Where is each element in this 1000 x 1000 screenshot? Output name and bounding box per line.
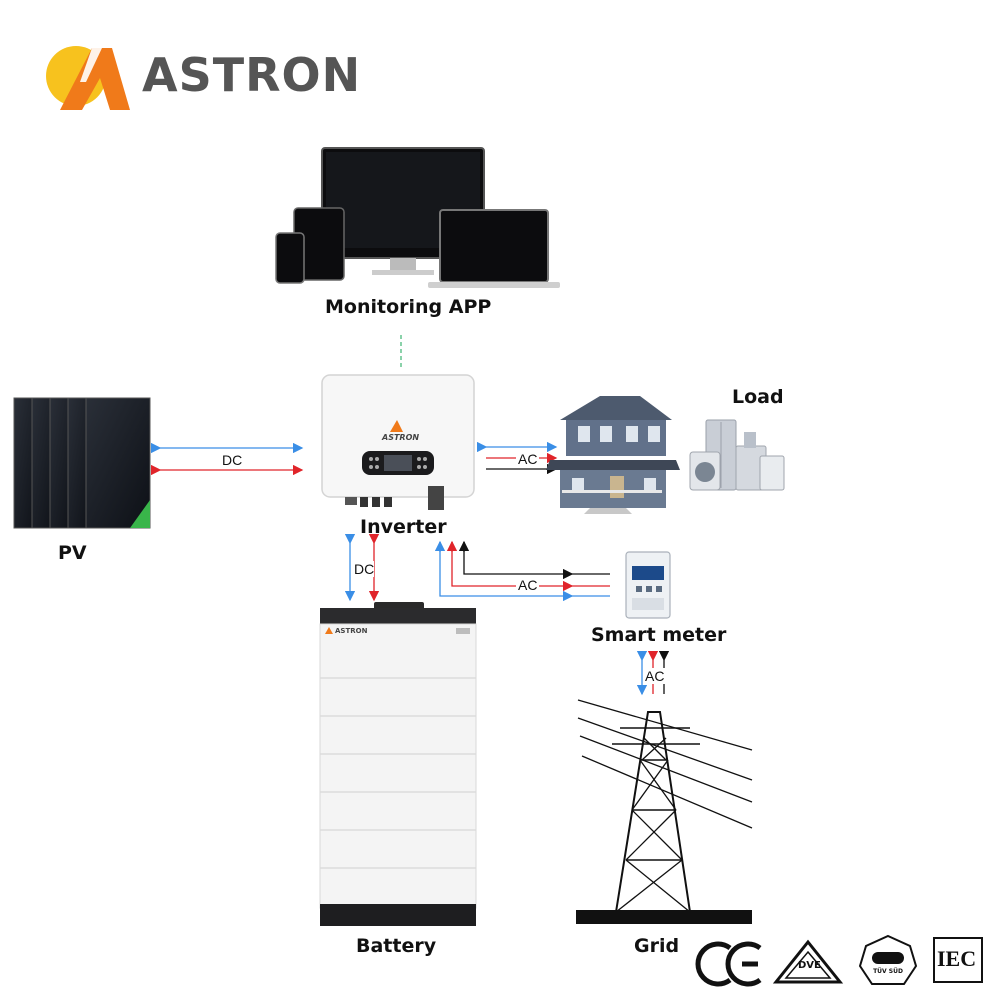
monitoring-app-label: Monitoring APP	[325, 296, 492, 318]
house-icon	[546, 396, 680, 514]
battery-label: Battery	[356, 935, 437, 957]
load-label: Load	[732, 386, 784, 408]
pv-panels-icon	[13, 397, 151, 529]
dve-mark-icon	[772, 939, 844, 984]
brand-logo	[42, 42, 134, 112]
tuv-text: TÜV SÜD	[873, 968, 903, 975]
meter-grid-ac-label: AC	[644, 668, 666, 684]
grid-tower-icon	[576, 699, 753, 924]
inverter-icon	[321, 374, 475, 510]
inverter-brand: ASTRON	[382, 433, 420, 442]
inverter-label: Inverter	[360, 516, 447, 538]
monitoring-devices-icon	[275, 147, 560, 288]
pv-inverter-dc-label: DC	[222, 452, 243, 468]
inverter-meter-ac-label: AC	[516, 577, 540, 593]
iec-text: IEC	[937, 946, 977, 971]
battery-icon	[319, 602, 477, 926]
brand-name: ASTRON	[142, 48, 362, 102]
smart-meter-icon	[625, 551, 671, 619]
smart-meter-label: Smart meter	[591, 624, 727, 646]
grid-label: Grid	[634, 935, 680, 957]
astron-logo-icon	[46, 46, 130, 110]
inverter-battery-dc-label: DC	[354, 561, 375, 577]
battery-brand: ASTRON	[335, 627, 368, 635]
iec-mark-icon	[933, 937, 983, 983]
dve-text: DVE	[798, 960, 821, 971]
pv-label: PV	[58, 542, 87, 564]
tuv-mark-icon	[858, 934, 918, 985]
appliances-icon	[689, 419, 785, 491]
ce-mark-icon	[695, 941, 762, 987]
inverter-load-ac-label: AC	[516, 451, 540, 467]
